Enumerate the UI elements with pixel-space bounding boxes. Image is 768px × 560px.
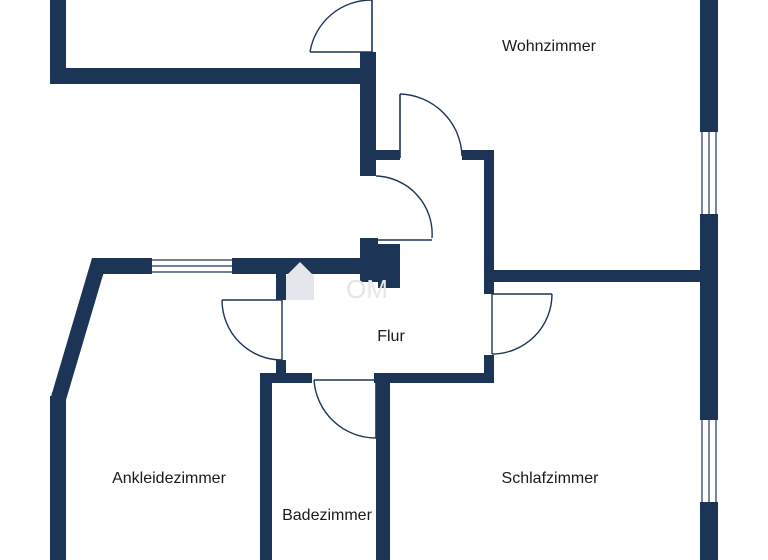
- room-label-schlafzimmer: Schlafzimmer: [502, 470, 600, 487]
- wall-bad-left: [260, 373, 272, 560]
- door-schlafzimmer: [491, 293, 553, 355]
- wall-right-outer-upper: [700, 0, 718, 132]
- wall-right-outer-middle: [700, 214, 718, 420]
- wall-ankleide-diagonal: [50, 258, 108, 400]
- room-labels: Wohnzimmer Flur Ankleidezimmer Schlafzim…: [112, 38, 599, 524]
- wall-bad-left-stub: [276, 360, 286, 380]
- windows: [152, 132, 717, 502]
- door-badezimmer: [313, 379, 377, 439]
- wall-ankleide-top-left: [92, 258, 152, 274]
- window-right-upper: [701, 132, 717, 214]
- room-label-ankleidezimmer: Ankleidezimmer: [112, 470, 226, 487]
- wall-bad-right: [376, 373, 390, 560]
- wall-flur-bottom: [374, 373, 494, 383]
- wall-top-horizontal: [50, 68, 375, 84]
- wall-right-outer-lower: [700, 502, 718, 560]
- room-label-badezimmer: Badezimmer: [282, 507, 372, 524]
- wall-flur-right-lower: [484, 355, 494, 383]
- doors: [221, 0, 553, 439]
- room-label-flur: Flur: [377, 328, 405, 345]
- wall-center-vertical-upper: [360, 52, 376, 176]
- wall-ankleide-inner-stub: [276, 272, 286, 300]
- wall-flur-top-stub-right: [462, 150, 494, 160]
- window-ankleide-top: [152, 259, 232, 273]
- wall-left-outer-lower: [50, 396, 66, 560]
- walls: [50, 0, 718, 560]
- wall-flur-top-stub: [374, 150, 400, 160]
- house-icon: [286, 262, 314, 300]
- window-right-lower: [701, 420, 717, 502]
- door-ankleidezimmer: [221, 299, 283, 361]
- door-flur-left: [375, 175, 433, 241]
- wall-pillar-right: [378, 244, 400, 288]
- watermark-text: OM: [346, 274, 388, 304]
- wall-wohnzimmer-schlafzimmer: [484, 270, 704, 282]
- wall-left-top-room: [50, 0, 66, 84]
- watermark: OM: [286, 262, 388, 304]
- wall-flur-right-upper: [484, 150, 494, 294]
- room-label-wohnzimmer: Wohnzimmer: [502, 38, 597, 55]
- door-wohnzimmer-top: [309, 0, 373, 53]
- door-flur-wohnzimmer: [399, 93, 463, 158]
